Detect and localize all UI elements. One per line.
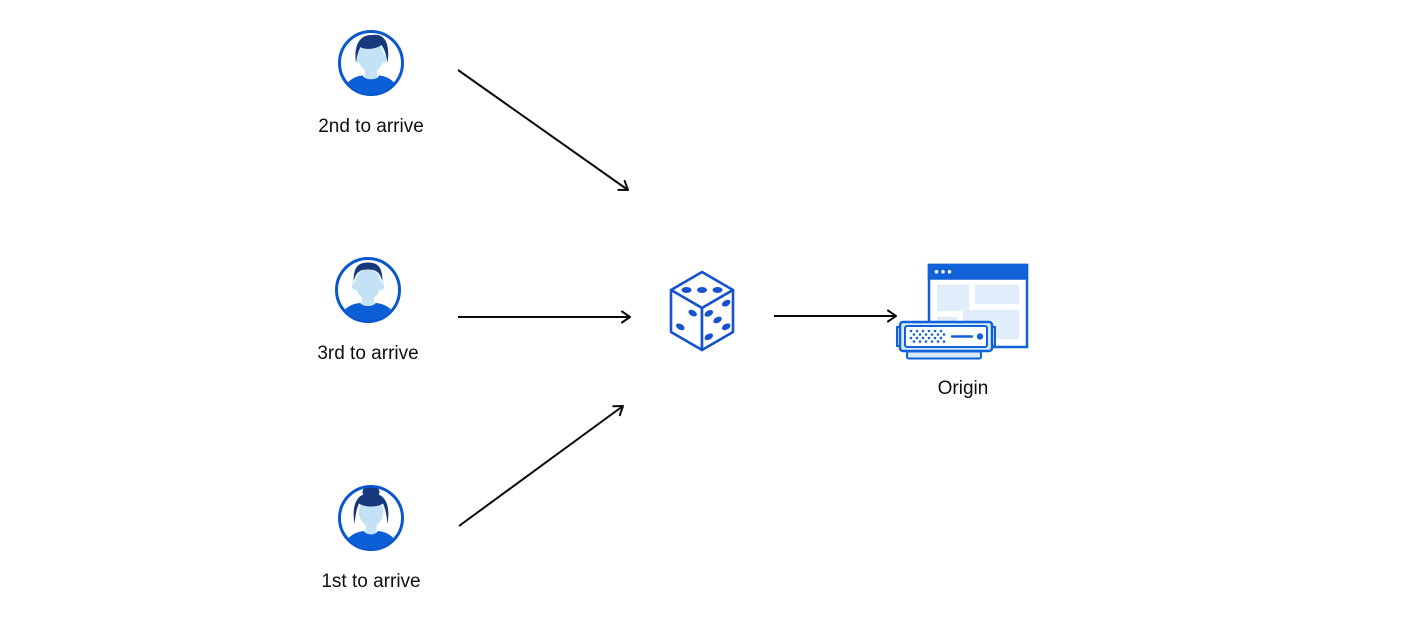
- client-label-1st: 1st to arrive: [321, 571, 421, 592]
- client-label-2nd: 2nd to arrive: [318, 116, 424, 137]
- rack-server-icon: [896, 320, 996, 360]
- client-node-1st: 1st to arrive: [301, 484, 441, 593]
- origin-node: Origin: [895, 263, 1031, 400]
- client-node-2nd: 2nd to arrive: [301, 29, 441, 138]
- avatar-man-swept-hair-icon: [337, 29, 405, 97]
- dice-icon: [667, 269, 737, 352]
- origin-label: Origin: [937, 378, 989, 399]
- arrow-client2-to-dice: [457, 69, 629, 191]
- arrow-client1-to-dice: [458, 405, 624, 527]
- avatar-woman-bun-icon: [337, 484, 405, 552]
- avatar-man-short-hair-icon: [334, 256, 402, 324]
- origin-server-browser-icon: [895, 263, 1031, 365]
- client-label-3rd: 3rd to arrive: [317, 343, 419, 364]
- dice-node: [667, 269, 737, 352]
- client-node-3rd: 3rd to arrive: [298, 256, 438, 365]
